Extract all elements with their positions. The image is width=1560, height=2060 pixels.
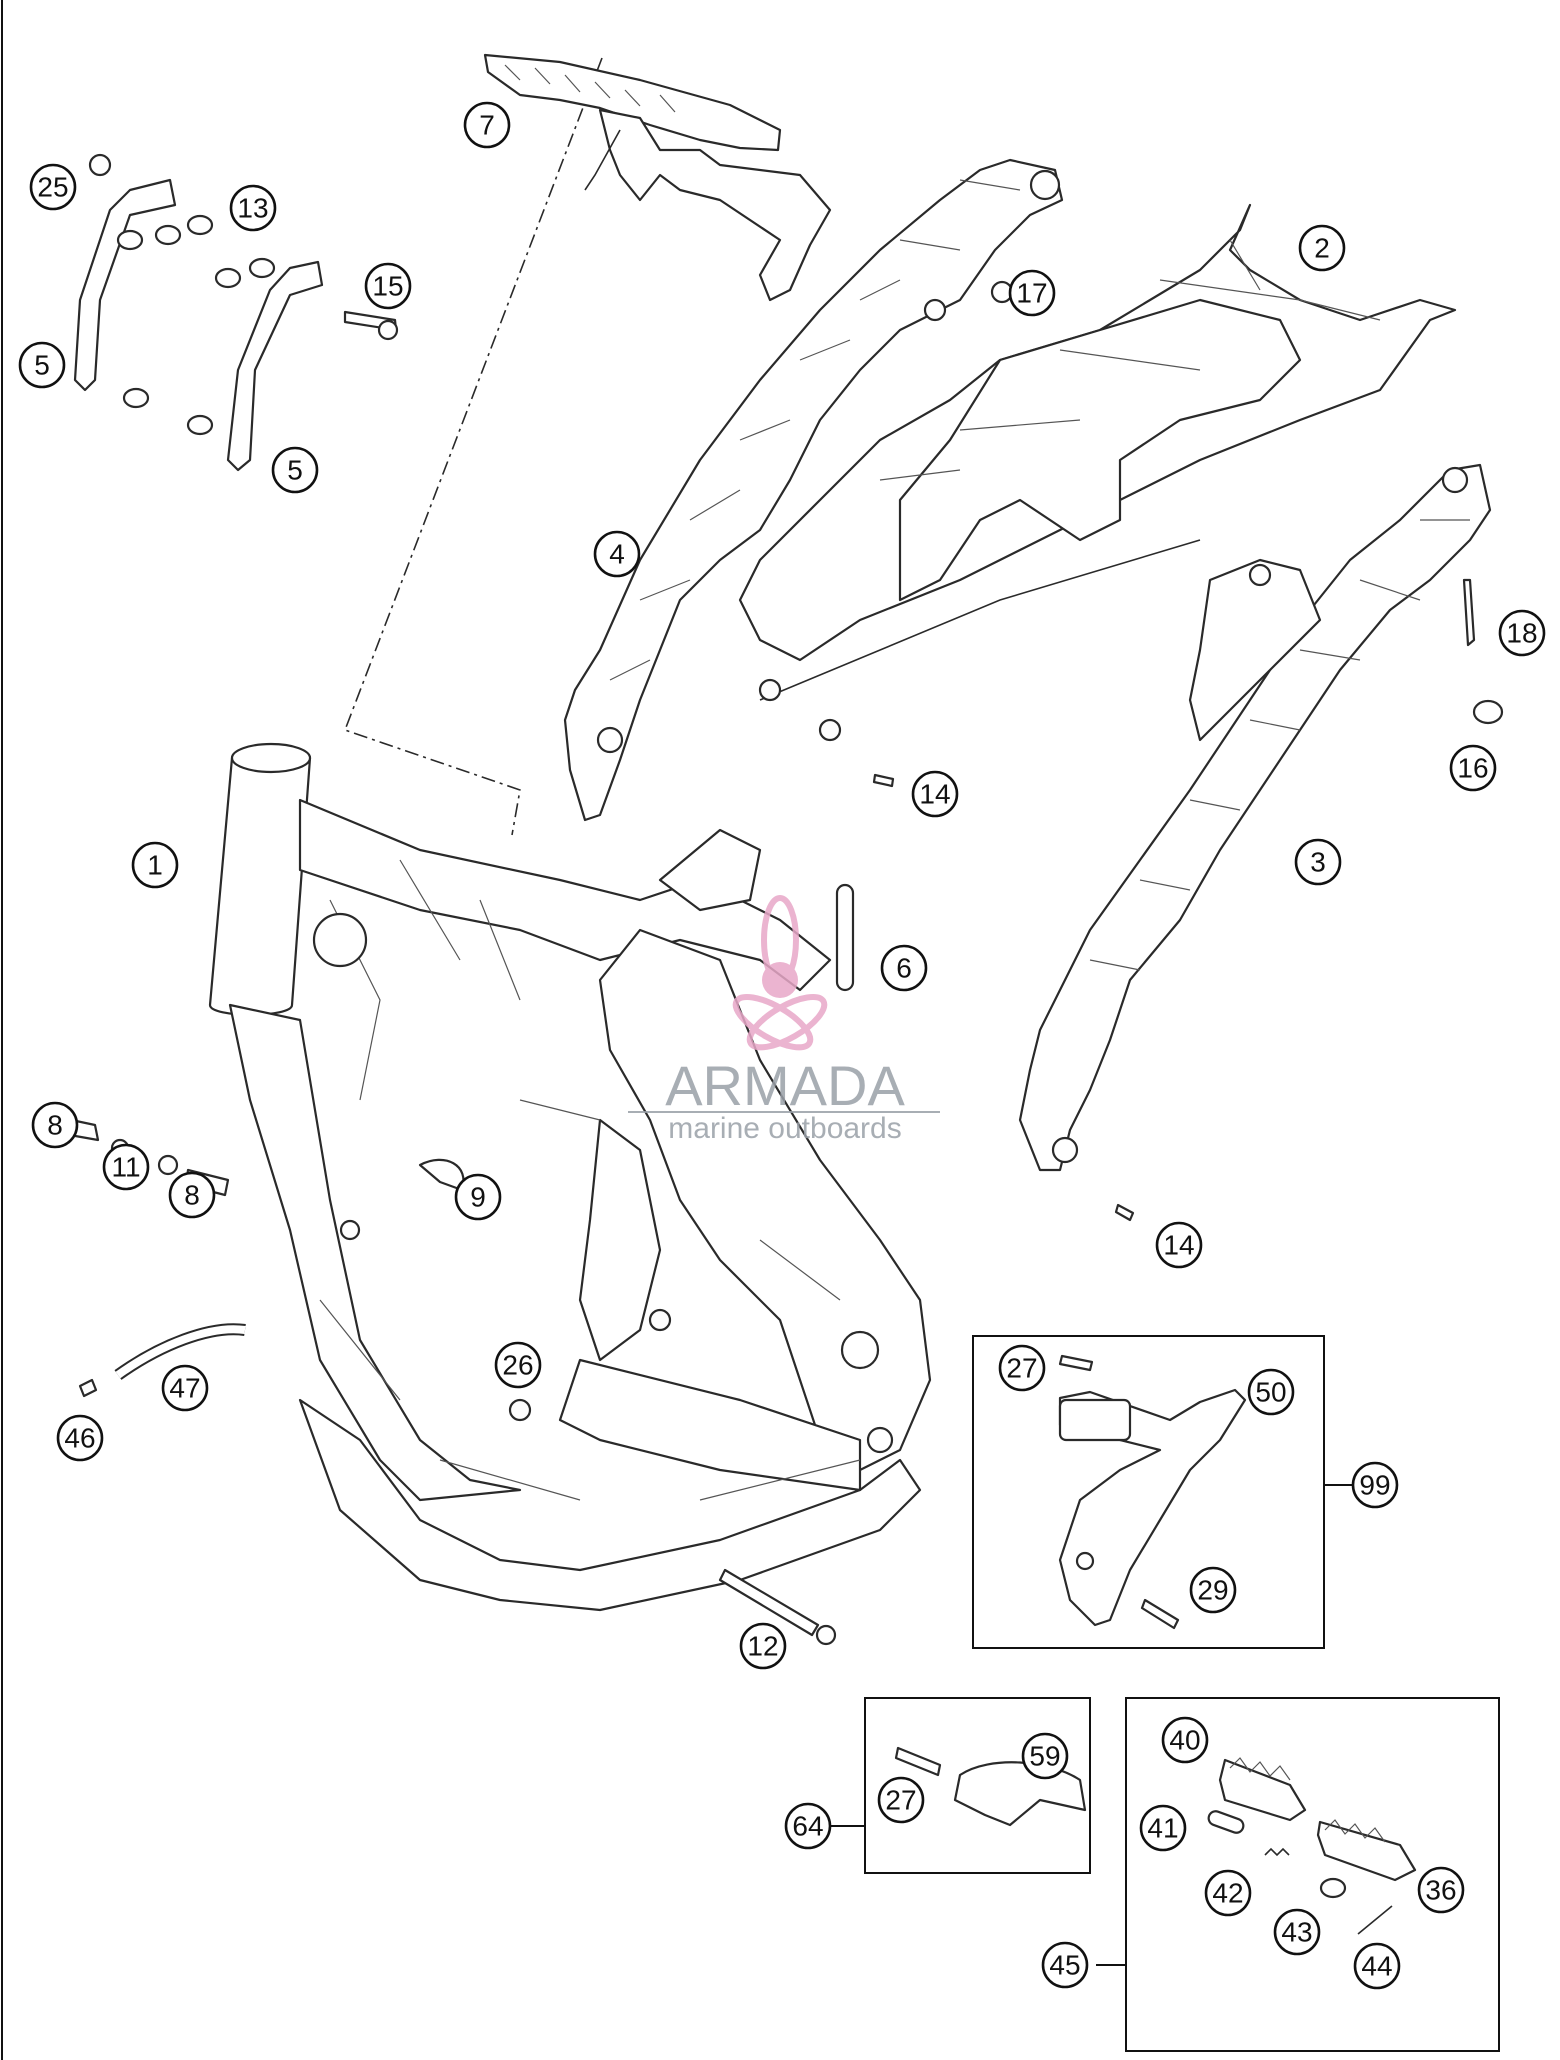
footpeg-parts [1207,1757,1417,1935]
callout-14-bottom: 14 [1155,1221,1203,1269]
callout-8-right: 8 [168,1171,216,1219]
bracket-part [483,53,832,302]
callout-9: 9 [454,1173,502,1221]
callout-45: 45 [1041,1941,1089,1989]
callout-13: 13 [229,184,277,232]
watermark-tagline: marine outboards [668,1112,901,1145]
callout-26: 26 [494,1341,542,1389]
watermark-brand: ARMADA [665,1054,905,1117]
main-frame-part [208,742,932,1612]
callout-36: 36 [1417,1866,1465,1914]
svg-text:15: 15 [372,271,403,302]
svg-text:41: 41 [1147,1813,1178,1844]
svg-text:27: 27 [885,1785,916,1816]
svg-text:16: 16 [1457,753,1488,784]
callout-50: 50 [1247,1368,1295,1416]
svg-text:6: 6 [896,953,912,984]
svg-text:43: 43 [1281,1917,1312,1948]
watermark: ARMADA marine outboards [628,895,940,1145]
svg-text:99: 99 [1359,1470,1390,1501]
svg-text:40: 40 [1169,1725,1200,1756]
callout-47: 47 [161,1364,209,1412]
engine-mount-brackets [73,153,399,472]
callout-12: 12 [739,1622,787,1670]
svg-text:4: 4 [609,539,625,570]
svg-text:2: 2 [1314,233,1330,264]
svg-text:9: 9 [470,1182,486,1213]
callout-11: 11 [102,1143,150,1191]
callout-4: 4 [593,530,641,578]
callout-17: 17 [1008,269,1056,317]
svg-text:46: 46 [64,1423,95,1454]
svg-text:1: 1 [147,850,163,881]
svg-text:8: 8 [184,1180,200,1211]
svg-text:5: 5 [287,455,303,486]
callout-5-left: 5 [18,341,66,389]
group-box-64 [864,1697,1091,1874]
svg-text:27: 27 [1006,1353,1037,1384]
svg-text:29: 29 [1197,1575,1228,1606]
small-fasteners [60,280,1504,1646]
callout-99: 99 [1351,1461,1399,1509]
callout-41: 41 [1139,1804,1187,1852]
callout-59: 59 [1021,1732,1069,1780]
callout-2: 2 [1298,224,1346,272]
callout-3: 3 [1294,838,1342,886]
callout-42: 42 [1204,1869,1252,1917]
callout-8-left: 8 [31,1101,79,1149]
svg-text:26: 26 [502,1350,533,1381]
assembly-line [343,57,603,836]
svg-text:44: 44 [1361,1951,1392,1982]
chain-guide-part [1058,1354,1247,1630]
callout-40: 40 [1161,1716,1209,1764]
group-box-99 [972,1335,1325,1649]
svg-text:13: 13 [237,193,268,224]
callout-27-chainguide: 27 [998,1344,1046,1392]
svg-text:59: 59 [1029,1741,1060,1772]
callout-27-slider: 27 [877,1776,925,1824]
svg-text:50: 50 [1255,1377,1286,1408]
svg-text:14: 14 [919,779,950,810]
callout-15: 15 [364,262,412,310]
svg-text:14: 14 [1163,1230,1194,1261]
svg-text:12: 12 [747,1631,778,1662]
svg-text:8: 8 [47,1110,63,1141]
callout-6: 6 [880,944,928,992]
svg-text:47: 47 [169,1373,200,1404]
svg-text:25: 25 [37,172,68,203]
callout-16: 16 [1449,744,1497,792]
rear-subframe-part [738,203,1457,742]
callout-64: 64 [784,1802,832,1850]
callout-25: 25 [29,163,77,211]
callout-1: 1 [131,841,179,889]
svg-text:45: 45 [1049,1950,1080,1981]
svg-text:5: 5 [34,350,50,381]
callout-46: 46 [56,1414,104,1462]
group-box-45 [1125,1697,1500,2052]
svg-text:7: 7 [479,110,495,141]
svg-text:36: 36 [1425,1875,1456,1906]
subframe-right-part [1018,463,1492,1172]
svg-text:64: 64 [792,1811,823,1842]
svg-text:3: 3 [1310,847,1326,878]
svg-text:18: 18 [1506,618,1537,649]
svg-text:17: 17 [1016,278,1047,309]
svg-text:42: 42 [1212,1878,1243,1909]
callout-5-right: 5 [271,446,319,494]
callout-44: 44 [1353,1942,1401,1990]
svg-text:11: 11 [111,1152,140,1183]
subframe-left-part [563,158,1064,822]
callout-7: 7 [463,101,511,149]
callout-14-top: 14 [911,770,959,818]
watermark-logo [732,895,828,1051]
callout-29: 29 [1189,1566,1237,1614]
callout-43: 43 [1273,1908,1321,1956]
callout-18: 18 [1498,609,1546,657]
